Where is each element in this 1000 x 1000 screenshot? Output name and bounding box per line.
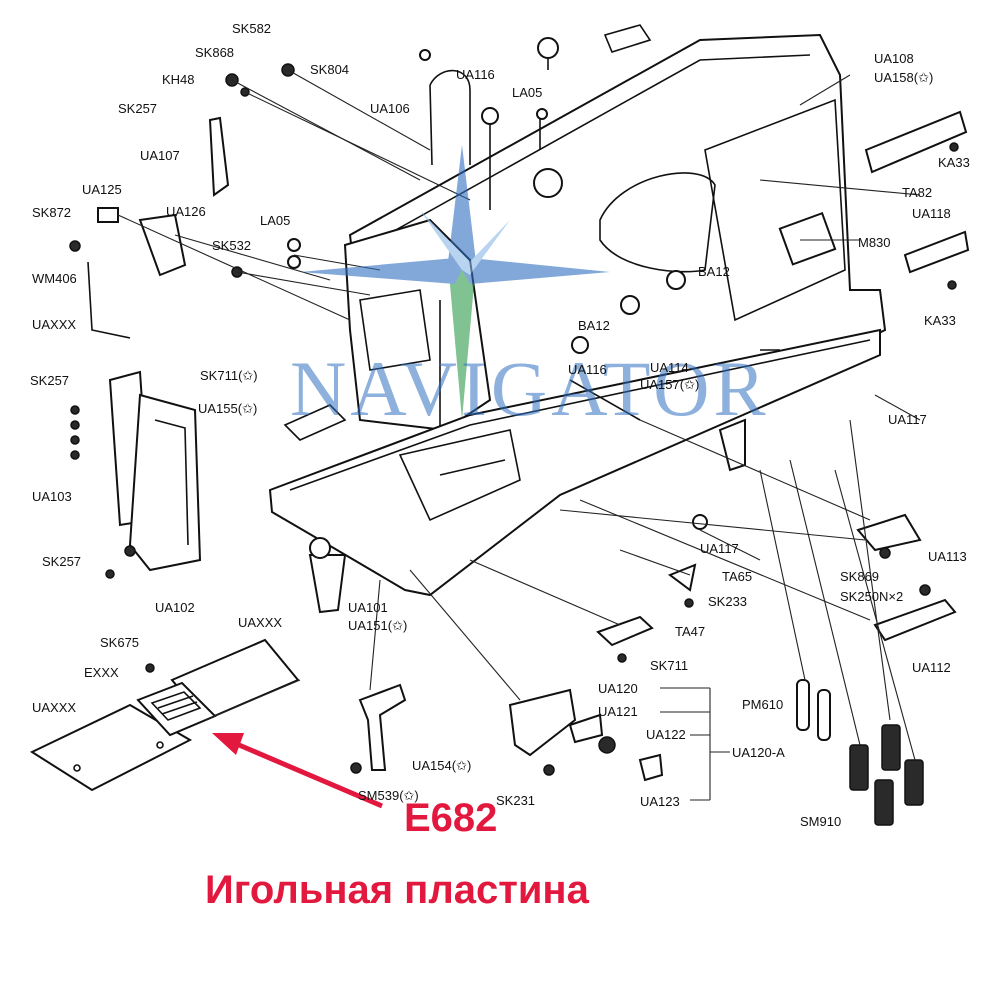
part-label: UA157(✩) [640,377,699,392]
part-label: TA82 [902,185,932,200]
part-label: UA102 [155,600,195,615]
part-label: SK250N×2 [840,589,903,604]
bed-cover-plates [29,638,300,792]
part-label: WM406 [32,271,77,286]
part-label: BA12 [578,318,610,333]
part-label: UA151(✩) [348,618,407,633]
part-label: EXXX [84,665,119,680]
part-label: BA12 [698,264,730,279]
part-labels: SK582 SK868 SK804 KH48 SK257 UA106 UA116… [30,21,970,829]
red-arrow-icon [212,733,383,809]
part-label: SK711 [650,658,688,673]
part-label: SK804 [310,62,349,77]
part-label: LA05 [512,85,542,100]
part-label: UAXXX [32,317,76,332]
part-label: TA47 [675,624,705,639]
part-label: SM539(✩) [358,788,419,803]
part-label: SK231 [496,793,535,808]
part-label: UA116 [456,67,495,82]
part-label: UA158(✩) [874,70,933,85]
part-label: SK872 [32,205,71,220]
part-label: UA126 [166,204,206,219]
bottom-assemblies [350,683,664,782]
part-label: UA120-A [732,745,785,760]
part-label: M830 [858,235,891,250]
part-label: UA101 [348,600,388,615]
watermark-text: NAVIGATOR [290,345,770,432]
pins-and-bolts [796,679,924,826]
part-label: SM910 [800,814,841,829]
part-label: UA113 [928,549,967,564]
part-label: SK869 [840,569,879,584]
side-covers [69,63,301,572]
part-label: UA107 [140,148,180,163]
part-label: UA112 [912,660,951,675]
compass-rose-icon [300,145,610,420]
part-label: UA125 [82,182,122,197]
part-label: SK257 [118,101,157,116]
part-label: UA116 [568,362,607,377]
part-label: PM610 [742,697,783,712]
screw-group-left [70,405,136,579]
part-label: SK711(✩) [200,368,258,383]
part-label: KA33 [924,313,956,328]
part-label: UA154(✩) [412,758,471,773]
part-code-label: E682 [404,796,498,840]
part-label: SK868 [195,45,234,60]
part-label: UA106 [370,101,410,116]
part-label: SK675 [100,635,139,650]
part-label: UA108 [874,51,914,66]
leader-lines [117,69,921,801]
part-label: TA65 [722,569,752,584]
part-label: SK532 [212,238,251,253]
part-label: UA123 [640,794,680,809]
part-label: UA120 [598,681,638,696]
part-label: UA117 [888,412,927,427]
part-label: UA122 [646,727,686,742]
part-label: SK257 [42,554,81,569]
right-side-parts [596,110,970,663]
part-label: KH48 [162,72,195,87]
part-label: UAXXX [32,700,76,715]
part-label: SK233 [708,594,747,609]
part-label: LA05 [260,213,290,228]
part-label: KA33 [938,155,970,170]
part-label: UA117 [700,541,739,556]
part-label: SK257 [30,373,69,388]
machine-bed [268,328,881,614]
part-label: UA114 [650,360,689,375]
part-label: UA103 [32,489,72,504]
part-label: UAXXX [238,615,282,630]
part-label: UA121 [598,704,638,719]
part-label: UA118 [912,206,951,221]
part-label: SK582 [232,21,271,36]
part-label: UA155(✩) [198,401,257,416]
part-name-label: Игольная пластина [205,868,589,912]
